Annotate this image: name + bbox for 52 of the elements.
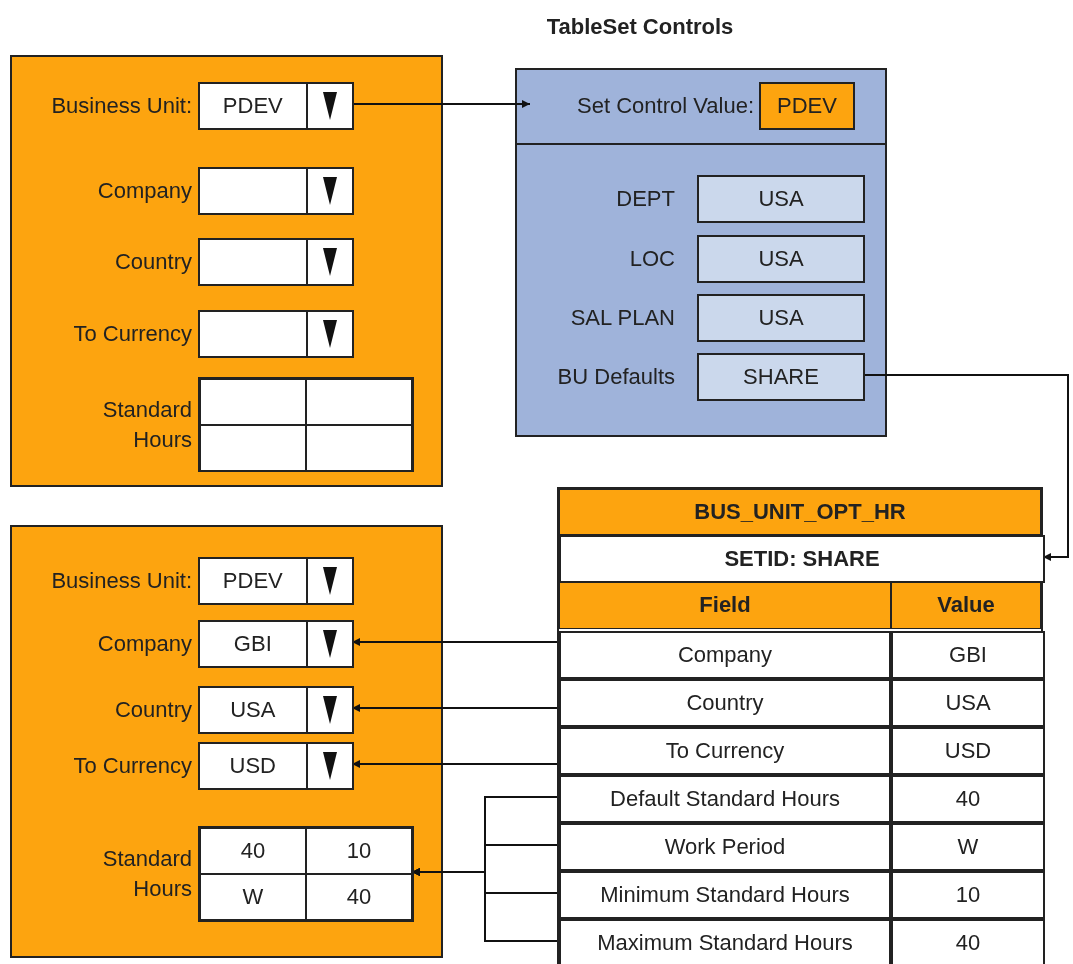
field-label: Business Unit: [50, 567, 192, 596]
dropdown-field: GBI [198, 620, 354, 668]
field-label: Company [96, 177, 192, 206]
diagram-title: TableSet Controls [545, 14, 735, 41]
form-panel [10, 525, 443, 958]
field-label: Business Unit: [50, 92, 192, 121]
field-label: LOC [628, 245, 675, 274]
form-panel [10, 55, 443, 487]
field-label: To Currency [72, 752, 192, 781]
value-field: USA [697, 294, 865, 342]
table-cell: To Currency [559, 727, 891, 775]
field-label: BU Defaults [556, 363, 675, 392]
table-cell: W [891, 823, 1045, 871]
grid-cell: W [200, 874, 306, 920]
table-title: BUS_UNIT_OPT_HR [559, 489, 1041, 535]
value-field: USA [697, 175, 865, 223]
field-label: SAL PLAN [569, 304, 675, 333]
table-cell: Work Period [559, 823, 891, 871]
table-cell: 10 [891, 871, 1045, 919]
table-cell: Default Standard Hours [559, 775, 891, 823]
table-cell: 40 [891, 919, 1045, 964]
header-cell: Value [891, 581, 1041, 629]
field-label: Country [113, 696, 192, 725]
grid-cell: 40 [306, 874, 412, 920]
table-cell: Country [559, 679, 891, 727]
field-label: To Currency [72, 320, 192, 349]
table-cell: SETID: SHARE [559, 535, 1045, 583]
dropdown-field: USA [198, 686, 354, 734]
grid-cell: 40 [200, 828, 306, 874]
table-cell: USD [891, 727, 1045, 775]
field-label: Standard Hours [101, 395, 192, 454]
field-label: Set Control Value: [576, 92, 754, 121]
table-cell: USA [891, 679, 1045, 727]
header-cell: Field [559, 581, 891, 629]
table-cell: Company [559, 631, 891, 679]
field-label: Standard Hours [101, 845, 192, 903]
data-table [557, 487, 1043, 964]
table-cell: Minimum Standard Hours [559, 871, 891, 919]
field-label: Country [113, 248, 192, 277]
field-label: DEPT [615, 185, 675, 214]
dropdown-field: PDEV [198, 82, 354, 130]
dropdown-field: PDEV [198, 557, 354, 605]
field-label: Company [96, 630, 192, 659]
value-field: PDEV [759, 82, 855, 130]
value-field: USA [697, 235, 865, 283]
value-field: SHARE [697, 353, 865, 401]
table-cell: 40 [891, 775, 1045, 823]
table-cell: Maximum Standard Hours [559, 919, 891, 964]
form-panel [515, 68, 887, 437]
dropdown-field: USD [198, 742, 354, 790]
table-cell: GBI [891, 631, 1045, 679]
grid-cell: 10 [306, 828, 412, 874]
